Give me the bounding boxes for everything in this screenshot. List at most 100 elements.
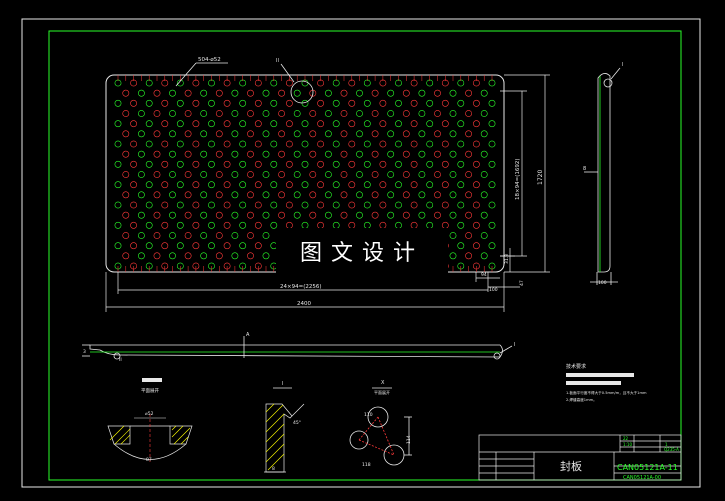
perforation-hole <box>348 201 356 209</box>
perforation-hole <box>285 201 293 209</box>
perforation-hole <box>457 120 465 128</box>
perforation-hole <box>192 201 200 209</box>
perforation-hole <box>465 191 472 199</box>
perforation-hole <box>145 120 153 128</box>
perforation-hole <box>402 89 410 97</box>
perforation-hole <box>387 89 395 97</box>
perforation-hole <box>270 140 278 148</box>
perforation-hole <box>434 171 441 178</box>
perforation-hole <box>247 191 254 199</box>
perforation-hole <box>402 191 410 199</box>
detail-3-d1: 110 <box>364 412 373 418</box>
dim-hole-span: 24×94=(2256) <box>280 284 322 290</box>
perforation-hole <box>480 171 488 178</box>
hole-label-leader <box>175 62 197 87</box>
perforation-hole <box>223 120 231 128</box>
perforation-hole <box>488 120 496 128</box>
perforation-hole <box>122 211 130 219</box>
perforation-hole <box>457 201 465 209</box>
perforation-hole <box>130 120 137 128</box>
dim-v1: 31.3 <box>504 254 510 264</box>
perforation-hole <box>239 201 247 209</box>
perforation-hole <box>472 242 480 250</box>
perforation-hole <box>239 140 247 148</box>
perforation-hole <box>449 211 457 219</box>
perforation-hole <box>278 191 285 199</box>
perforation-hole <box>254 160 262 168</box>
perforation-hole <box>465 89 472 97</box>
notes-title: 技术要求 <box>566 363 586 370</box>
perforation-hole <box>223 99 231 107</box>
perforation-hole <box>176 181 184 189</box>
perforation-hole <box>176 242 184 250</box>
perforation-hole <box>488 201 496 209</box>
perforation-hole <box>426 160 434 168</box>
perforation-hole <box>254 221 262 229</box>
perforation-hole <box>200 232 208 239</box>
side-view-thickness: 8 <box>583 166 586 172</box>
perforation-hole <box>441 160 449 168</box>
side-view <box>584 67 621 285</box>
perforation-hole <box>137 150 145 158</box>
perforation-hole <box>254 242 262 250</box>
perforation-hole <box>176 160 184 168</box>
title-block <box>478 434 682 481</box>
perforation-hole <box>324 89 332 97</box>
detail-1-sub: 平面展开 <box>141 388 159 394</box>
title-block-drawing-no: CAN05121A-11 <box>617 463 678 472</box>
perforation-hole <box>153 130 161 138</box>
perforation-hole <box>472 181 480 189</box>
perforation-hole <box>309 191 317 199</box>
perforation-hole <box>208 160 215 168</box>
perforation-hole <box>371 110 379 117</box>
perforation-hole <box>270 120 278 128</box>
perforation-hole <box>239 181 247 189</box>
perforation-hole <box>457 140 465 148</box>
perforation-hole <box>426 181 434 189</box>
perforation-hole <box>231 89 239 97</box>
perforation-hole <box>223 181 231 189</box>
height-dimensions <box>500 74 550 273</box>
perforation-hole <box>332 201 340 209</box>
perforation-hole <box>262 89 270 97</box>
perforation-hole <box>161 160 169 168</box>
perforation-hole <box>332 99 340 107</box>
perforation-hole <box>340 150 348 158</box>
perforation-hole <box>379 140 387 148</box>
perforation-hole <box>457 242 465 250</box>
perforation-hole <box>472 99 480 107</box>
perforation-hole <box>262 211 270 219</box>
detail-1-dim-bottom: 87 <box>146 457 152 463</box>
perforation-hole <box>348 160 356 168</box>
perforation-hole <box>324 211 332 219</box>
perforation-hole <box>309 130 317 138</box>
perforation-hole <box>488 140 496 148</box>
perforation-hole <box>122 110 130 117</box>
perforation-hole <box>434 89 441 97</box>
perforation-hole <box>192 242 200 250</box>
perforation-hole <box>457 181 465 189</box>
perforation-hole <box>161 99 169 107</box>
perforation-hole <box>340 89 348 97</box>
perforation-hole <box>324 110 332 117</box>
dim-v2: 47 <box>519 280 525 286</box>
perforation-hole <box>247 110 254 117</box>
perforation-hole <box>215 232 223 239</box>
perforation-hole <box>317 120 324 128</box>
perforation-hole <box>145 221 153 229</box>
perforation-hole <box>247 211 254 219</box>
perforation-hole <box>395 140 402 148</box>
perforation-hole <box>356 171 363 178</box>
perforation-hole <box>301 160 309 168</box>
perforation-hole <box>239 120 247 128</box>
perforation-hole <box>137 171 145 178</box>
bottom-view-tag-right: I <box>514 342 515 348</box>
perforation-hole <box>410 99 418 107</box>
perforation-hole <box>449 252 457 260</box>
perforation-hole <box>293 191 301 199</box>
title-block-material: Q235-A <box>664 447 679 452</box>
perforation-hole <box>410 201 418 209</box>
perforation-hole <box>480 110 488 117</box>
perforation-hole <box>309 150 317 158</box>
perforation-hole <box>254 99 262 107</box>
